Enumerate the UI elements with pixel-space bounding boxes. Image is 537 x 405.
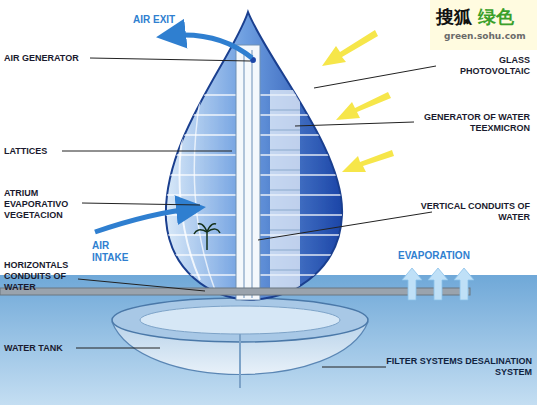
part-label: AIR GENERATOR xyxy=(4,53,99,64)
part-label: FILTER SYSTEMS DESALINATION SYSTEM xyxy=(376,356,532,378)
part-label: VERTICAL CONDUITS OF WATER xyxy=(412,201,530,223)
flow-label: EVAPORATION xyxy=(398,250,498,262)
watermark: 绿色 xyxy=(478,6,528,28)
part-label: WATER TANK xyxy=(4,343,76,354)
leader-lines xyxy=(62,58,436,367)
watermark: green.sohu.com xyxy=(444,31,530,42)
watermark-panel xyxy=(430,0,537,50)
watermark: 搜狐 xyxy=(436,6,480,28)
evaporation-arrows xyxy=(402,268,474,300)
tank-inner xyxy=(140,306,340,334)
horizontal-conduit xyxy=(0,288,470,295)
part-label: GENERATOR OF WATER TEEXMICRON xyxy=(410,112,530,134)
palm-tree xyxy=(194,224,220,250)
part-label: HORIZONTALS CONDUITS OF WATER xyxy=(4,260,74,292)
part-label: LATTICES xyxy=(4,146,74,157)
part-label: ATRIUM EVAPORATIVO VEGETACION xyxy=(4,188,82,220)
air-exit-arrow xyxy=(166,35,252,58)
flow-label: AIR EXIT xyxy=(133,14,203,26)
air-intake-arrow xyxy=(95,208,196,232)
part-label: GLASS PHOTOVOLTAIC xyxy=(440,55,530,77)
sun-arrows xyxy=(322,30,394,172)
tank-shaft xyxy=(239,334,241,388)
drop-tower xyxy=(166,12,342,300)
vertical-conduit xyxy=(236,45,260,300)
flow-label: AIR INTAKE xyxy=(92,240,134,264)
sea xyxy=(0,275,537,405)
